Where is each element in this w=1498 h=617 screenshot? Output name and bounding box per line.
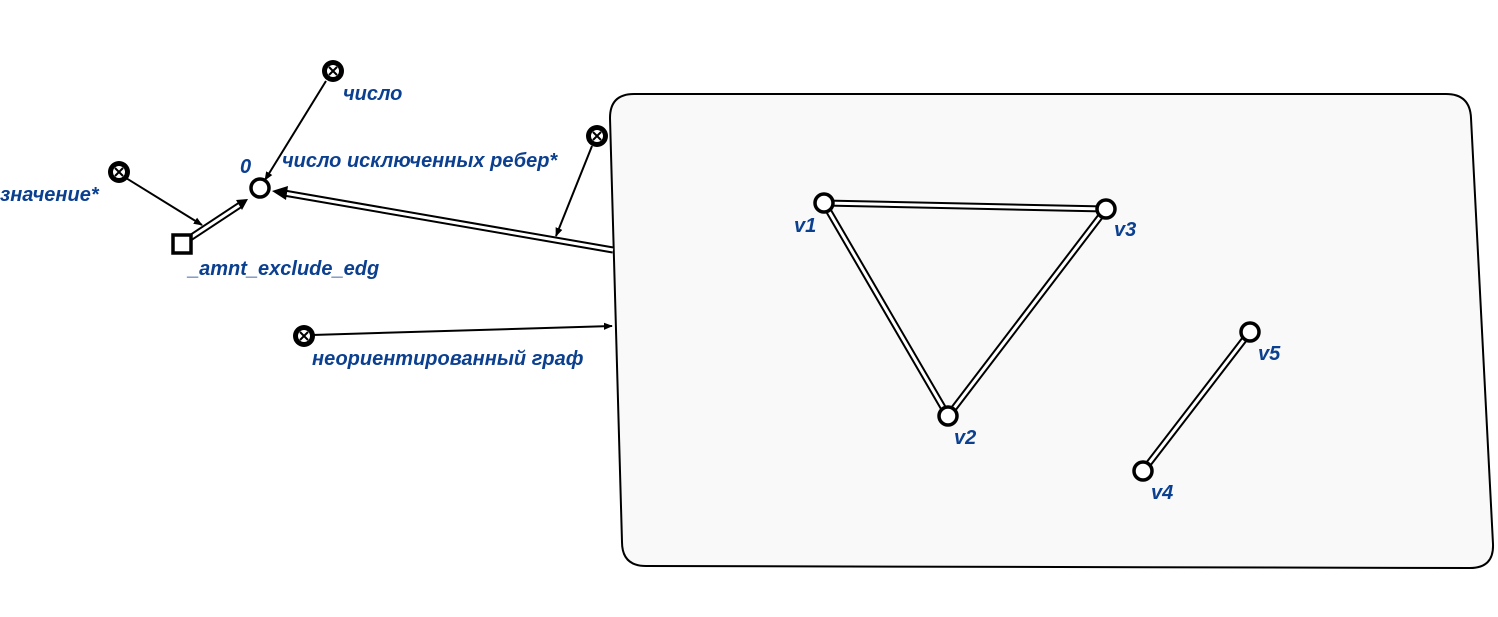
edge-v3-v2[interactable] bbox=[945, 206, 1109, 419]
edge-chislo-to-zero[interactable] bbox=[264, 80, 327, 181]
label-zero: 0 bbox=[240, 156, 251, 178]
label-neorient-graf: неориентированный граф bbox=[312, 348, 584, 370]
edge-znachenie-to-amnt[interactable] bbox=[125, 177, 203, 226]
edge-v1-v2[interactable] bbox=[820, 201, 952, 418]
edge-neorient-to-contour[interactable] bbox=[311, 322, 613, 336]
graph-contour[interactable] bbox=[608, 93, 1495, 570]
node-v2[interactable] bbox=[937, 405, 959, 427]
label-znachenie: значение* bbox=[0, 184, 100, 206]
class-node-chislo-icon[interactable] bbox=[322, 60, 344, 82]
label-chislo: число bbox=[343, 83, 402, 105]
class-node-znachenie-icon[interactable] bbox=[108, 161, 130, 183]
label-amnt: _amnt_exclude_edg bbox=[186, 258, 379, 280]
class-node-iskl-reber-icon[interactable] bbox=[586, 125, 608, 147]
class-node-neorient-icon[interactable] bbox=[293, 325, 315, 347]
edge-amnt-to-zero[interactable] bbox=[188, 199, 248, 241]
label-v4: v4 bbox=[1151, 482, 1173, 504]
label-v3: v3 bbox=[1114, 219, 1136, 241]
label-v2: v2 bbox=[954, 427, 976, 449]
node-amnt-square[interactable] bbox=[171, 233, 193, 255]
edge-iskl-reber-to-double-edge[interactable] bbox=[555, 145, 593, 237]
node-v3[interactable] bbox=[1095, 198, 1117, 220]
edge-v4-v5[interactable] bbox=[1140, 329, 1253, 474]
node-v5[interactable] bbox=[1239, 321, 1261, 343]
node-v4[interactable] bbox=[1132, 460, 1154, 482]
label-v5: v5 bbox=[1258, 343, 1281, 365]
node-zero[interactable] bbox=[249, 177, 271, 199]
label-v1: v1 bbox=[794, 215, 816, 237]
label-iskl-reber: число исключенных ребер* bbox=[282, 150, 558, 172]
node-v1[interactable] bbox=[813, 192, 835, 214]
edge-v1-v3[interactable] bbox=[823, 199, 1107, 213]
edge-contour-to-zero[interactable] bbox=[272, 186, 614, 254]
